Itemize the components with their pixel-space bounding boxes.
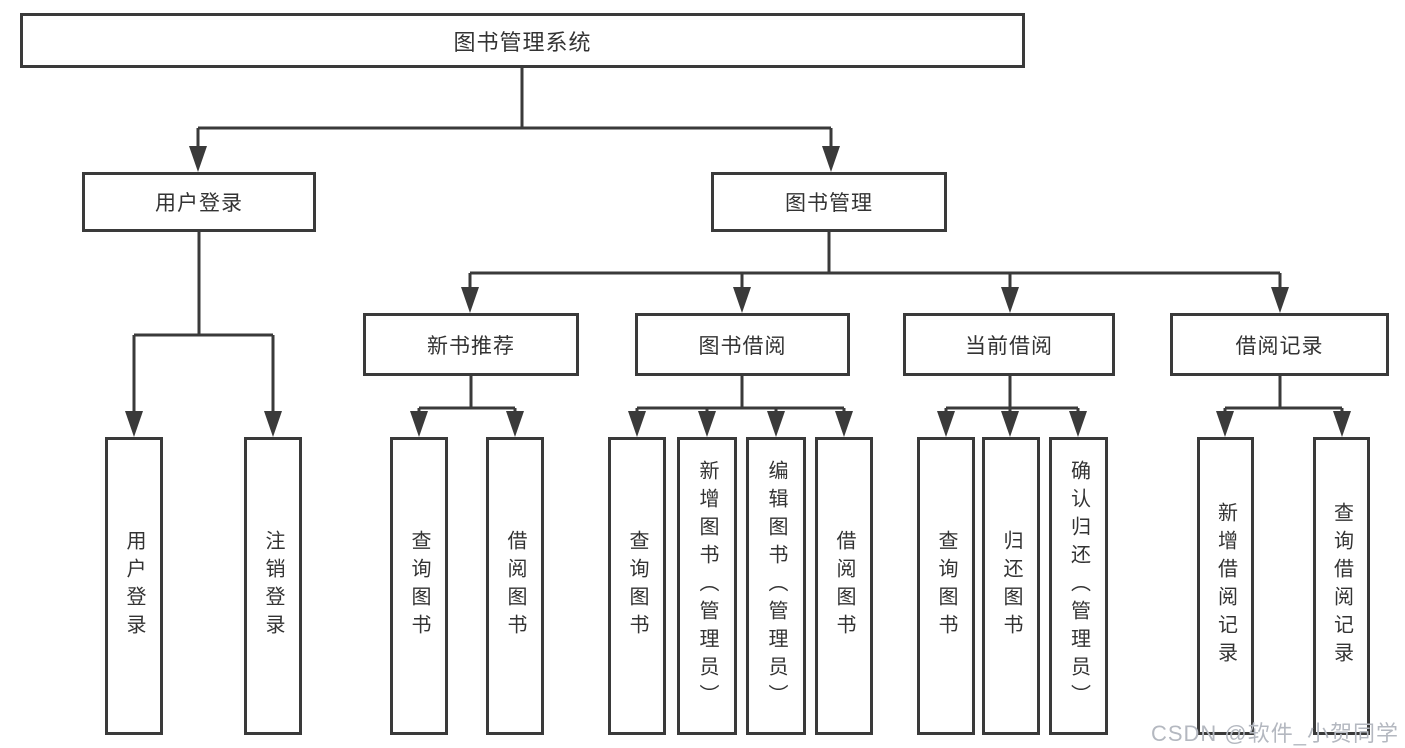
node-label: 用户登录 bbox=[155, 192, 243, 215]
arrowhead-new-book-recommendation bbox=[461, 287, 479, 313]
leaf-confirm-return-admin: 确认归还（管理员） bbox=[1049, 437, 1108, 735]
node-label: 新增图书（管理员） bbox=[696, 460, 718, 712]
leaf-query-borrow-record: 查询借阅记录 bbox=[1313, 437, 1370, 735]
arrowhead-confirm-return-admin bbox=[1069, 411, 1087, 437]
arrowhead-current-borrowing bbox=[1001, 287, 1019, 313]
node-library-management-system: 图书管理系统 bbox=[20, 13, 1025, 68]
node-label: 新书推荐 bbox=[427, 334, 515, 358]
arrowhead-leaf-logout bbox=[264, 411, 282, 437]
node-label: 查询借阅记录 bbox=[1330, 502, 1353, 670]
node-borrowing-records: 借阅记录 bbox=[1170, 313, 1389, 376]
arrowhead-add-books-admin bbox=[698, 411, 716, 437]
connector-current-borrowing-children bbox=[944, 376, 1080, 415]
arrowhead-user-login bbox=[189, 146, 207, 172]
arrowhead-edit-books-admin bbox=[767, 411, 785, 437]
arrowhead-query-borrow-record bbox=[1333, 411, 1351, 437]
node-label: 查询图书 bbox=[408, 530, 430, 642]
leaf-return-books: 归还图书 bbox=[982, 437, 1040, 735]
arrowhead-borrowing-records bbox=[1271, 287, 1289, 313]
csdn-watermark: CSDN @软件_小贺同学 bbox=[1150, 721, 1399, 746]
connector-root-to-level2 bbox=[196, 68, 833, 150]
leaf-borrow-books-borrowing: 借阅图书 bbox=[815, 437, 873, 735]
arrowhead-add-borrow-record bbox=[1216, 411, 1234, 437]
node-label: 借阅图书 bbox=[504, 530, 526, 642]
node-label: 借阅图书 bbox=[833, 530, 855, 642]
arrowhead-leaf-user-login bbox=[125, 411, 143, 437]
node-label: 用户登录 bbox=[123, 530, 145, 642]
arrowhead-query-books-2 bbox=[628, 411, 646, 437]
arrowhead-borrow-books-2 bbox=[835, 411, 853, 437]
leaf-query-books-current: 查询图书 bbox=[917, 437, 975, 735]
node-label: 新增借阅记录 bbox=[1214, 502, 1237, 670]
node-label: 查询图书 bbox=[935, 530, 957, 642]
node-current-borrowing: 当前借阅 bbox=[903, 313, 1115, 376]
node-label: 编辑图书（管理员） bbox=[765, 460, 787, 712]
leaf-query-books-borrowing: 查询图书 bbox=[608, 437, 666, 735]
leaf-add-books-admin: 新增图书（管理员） bbox=[677, 437, 737, 735]
connector-book-management-children bbox=[468, 232, 1282, 291]
arrowhead-book-management bbox=[822, 146, 840, 172]
node-label: 图书管理 bbox=[785, 192, 873, 215]
connector-book-borrowing-children bbox=[635, 376, 846, 415]
node-label: 图书借阅 bbox=[698, 334, 787, 358]
node-new-book-recommendation: 新书推荐 bbox=[363, 313, 579, 376]
node-book-borrowing: 图书借阅 bbox=[635, 313, 850, 376]
connector-new-book-recommendation-children bbox=[417, 376, 517, 415]
connector-user-login-children bbox=[132, 232, 275, 415]
node-label: 注销登录 bbox=[262, 530, 284, 642]
leaf-edit-books-admin: 编辑图书（管理员） bbox=[746, 437, 806, 735]
leaf-query-books-recommendation: 查询图书 bbox=[390, 437, 448, 735]
node-label: 查询图书 bbox=[626, 530, 648, 642]
node-label: 借阅记录 bbox=[1235, 334, 1324, 358]
node-label: 当前借阅 bbox=[965, 334, 1053, 358]
arrowhead-book-borrowing bbox=[733, 287, 751, 313]
arrowhead-return-books bbox=[1001, 411, 1019, 437]
node-user-login: 用户登录 bbox=[82, 172, 316, 232]
node-label: 图书管理系统 bbox=[453, 29, 592, 55]
arrowhead-query-books-3 bbox=[937, 411, 955, 437]
leaf-user-login: 用户登录 bbox=[105, 437, 163, 735]
leaf-borrow-books-recommendation: 借阅图书 bbox=[486, 437, 544, 735]
connector-borrowing-records-children bbox=[1223, 376, 1344, 415]
node-label: 归还图书 bbox=[1000, 530, 1022, 642]
node-label: 确认归还（管理员） bbox=[1067, 460, 1090, 712]
node-book-management: 图书管理 bbox=[711, 172, 947, 232]
leaf-logout-login: 注销登录 bbox=[244, 437, 302, 735]
arrowhead-borrow-books-1 bbox=[506, 411, 524, 437]
leaf-add-borrow-record: 新增借阅记录 bbox=[1197, 437, 1254, 735]
arrowhead-query-books-1 bbox=[410, 411, 428, 437]
